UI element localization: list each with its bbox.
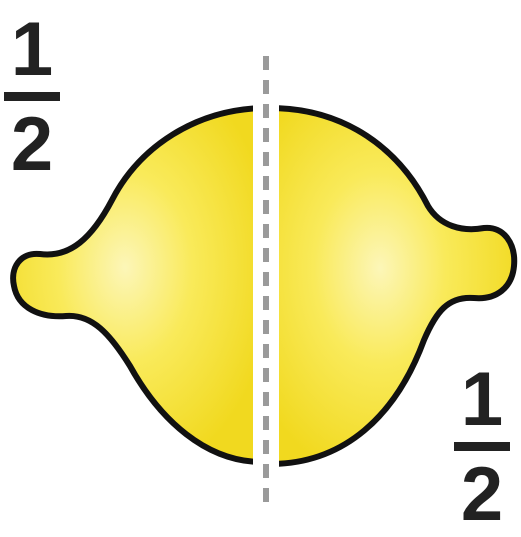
right-half-fraction: 1 2 — [454, 362, 510, 533]
left-fraction-bar — [4, 92, 60, 101]
left-fraction-denominator: 2 — [11, 107, 53, 183]
right-fraction-numerator: 1 — [461, 362, 503, 438]
left-half-fraction: 1 2 — [4, 12, 60, 183]
left-fraction-numerator: 1 — [11, 12, 53, 88]
right-fraction-denominator: 2 — [461, 457, 503, 533]
right-fraction-bar — [454, 442, 510, 451]
